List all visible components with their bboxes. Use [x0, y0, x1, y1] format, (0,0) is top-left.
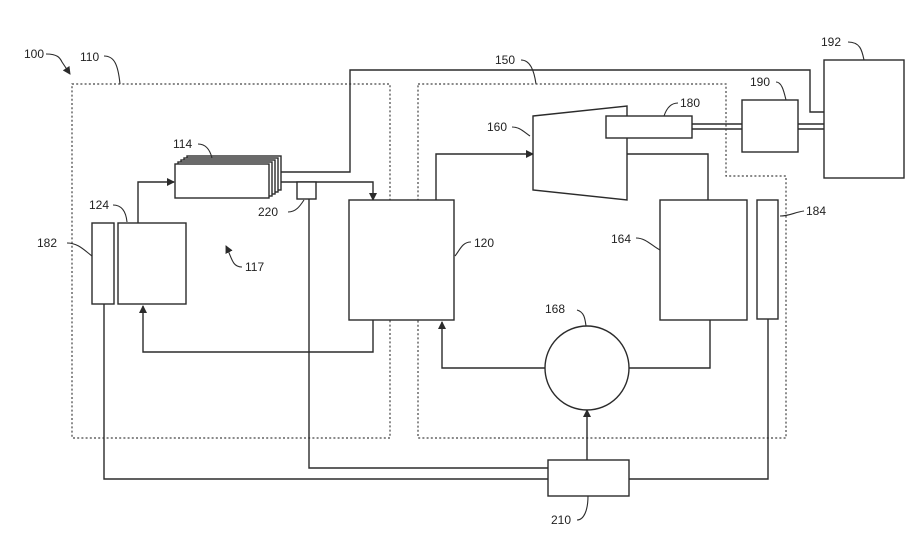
- leader-192: [848, 42, 864, 60]
- block-184: [757, 200, 778, 319]
- sensor-220: [297, 182, 316, 199]
- label-100: 100: [24, 47, 44, 61]
- leader-100: [46, 54, 70, 74]
- line-120-to-124: [143, 306, 373, 352]
- label-150: 150: [495, 53, 515, 67]
- label-192: 192: [821, 35, 841, 49]
- block-164: [660, 200, 747, 320]
- label-190: 190: [750, 75, 770, 89]
- leader-190: [776, 82, 786, 100]
- pump-168: [545, 326, 629, 410]
- label-114: 114: [173, 137, 192, 151]
- leader-182: [67, 243, 92, 256]
- label-182: 182: [37, 236, 57, 250]
- leader-110: [104, 56, 120, 84]
- line-114-to-120: [280, 182, 373, 200]
- block-120: [349, 200, 454, 320]
- line-160-to-164: [627, 154, 708, 200]
- leader-164: [636, 238, 660, 250]
- block-190: [742, 100, 798, 152]
- label-184: 184: [806, 204, 826, 218]
- block-182: [92, 223, 114, 304]
- block-124: [118, 223, 186, 304]
- label-210: 210: [551, 513, 571, 527]
- leader-160: [512, 127, 530, 136]
- leader-180: [664, 103, 678, 116]
- label-160: 160: [487, 120, 507, 134]
- line-164-to-168: [628, 320, 710, 368]
- label-220: 220: [258, 205, 278, 219]
- leader-168: [577, 310, 586, 326]
- leader-184: [780, 211, 804, 216]
- label-168: 168: [545, 302, 565, 316]
- leader-117: [226, 246, 242, 267]
- label-180: 180: [680, 96, 700, 110]
- label-110: 110: [80, 50, 99, 64]
- label-164: 164: [611, 232, 631, 246]
- stack-114: [175, 156, 281, 198]
- controller-210: [548, 460, 629, 496]
- line-124-to-114: [138, 182, 174, 223]
- label-124: 124: [89, 198, 109, 212]
- leader-124: [113, 205, 127, 222]
- label-117: 117: [245, 260, 264, 274]
- leader-120: [455, 242, 471, 256]
- block-192: [824, 60, 904, 178]
- leader-220: [288, 200, 304, 212]
- label-120: 120: [474, 236, 494, 250]
- line-184-to-210: [629, 319, 768, 479]
- line-168-to-120: [442, 322, 545, 368]
- line-182-to-210: [104, 304, 548, 479]
- line-120-to-160: [436, 154, 533, 200]
- leader-150: [521, 60, 536, 84]
- shaft-block-180: [606, 116, 692, 138]
- leader-210: [577, 496, 588, 520]
